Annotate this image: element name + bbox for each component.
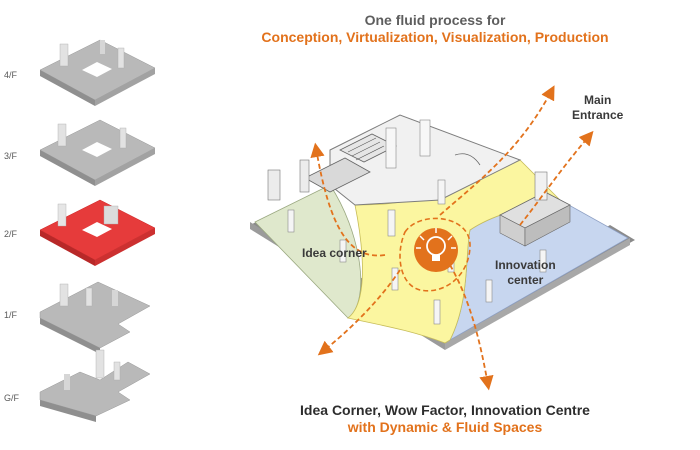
building-core <box>267 114 522 206</box>
floor-label-2f: 2/F <box>4 229 18 239</box>
main-entrance-label-line-2: Entrance <box>572 108 624 122</box>
caption-line-1: Idea Corner, Wow Factor, Innovation Cent… <box>300 402 590 418</box>
wow-zone-dashed-outline <box>399 217 471 292</box>
floor-label-gf: G/F <box>4 393 19 403</box>
floor-thumb-3f <box>39 119 156 186</box>
main-entrance-label-line-1: Main <box>584 93 612 107</box>
heading-line-2: Conception, Virtualization, Visualizatio… <box>261 29 609 45</box>
floor-thumb-2f <box>39 199 156 266</box>
lightbulb-icon <box>414 228 458 272</box>
caption-line-2: with Dynamic & Fluid Spaces <box>347 419 543 435</box>
innovation-center-label-line-2: center <box>507 273 544 287</box>
floor-thumb-1f <box>39 281 151 354</box>
heading-line-1: One fluid process for <box>364 12 506 28</box>
innovation-center-label-line-1: Innovation <box>495 258 556 272</box>
innovation-center-label: Innovation center <box>495 258 556 288</box>
idea-corner-label: Idea corner <box>302 246 367 260</box>
floor-thumb-gf <box>39 349 151 422</box>
floor-label-3f: 3/F <box>4 151 18 161</box>
floor-thumb-4f <box>39 39 156 106</box>
flow-arrows <box>310 85 594 391</box>
diagram-heading: One fluid process for Conception, Virtua… <box>210 12 660 46</box>
floor-label-4f: 4/F <box>4 70 18 80</box>
diagram-caption: Idea Corner, Wow Factor, Innovation Cent… <box>245 402 645 436</box>
floor-label-1f: 1/F <box>4 310 18 320</box>
main-entrance-label: Main Entrance <box>572 93 623 123</box>
